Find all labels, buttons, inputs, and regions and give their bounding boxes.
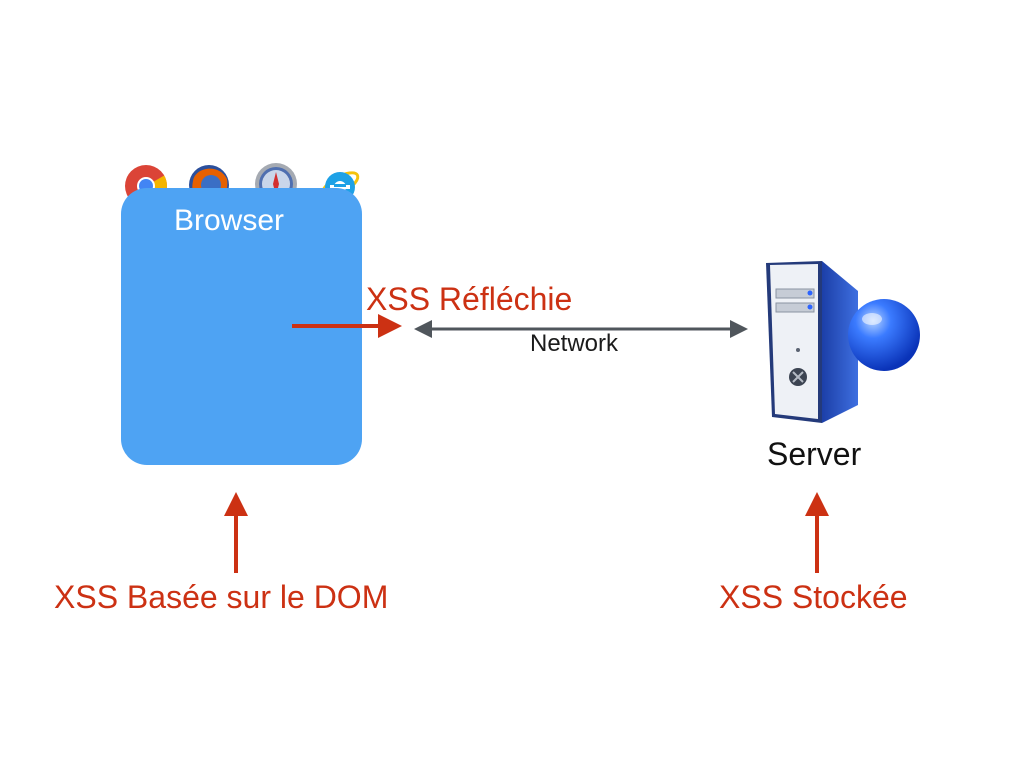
browser-label: Browser — [173, 204, 285, 237]
dom-xss-label: XSS Basée sur le DOM — [54, 579, 389, 615]
dom-xss-arrow — [224, 492, 248, 573]
reflected-xss-label: XSS Réfléchie — [366, 281, 573, 317]
reflected-xss-arrow — [292, 314, 402, 338]
stored-xss-label: XSS Stockée — [719, 579, 908, 615]
network-arrow — [414, 320, 748, 338]
server-label: Server — [767, 436, 862, 472]
server-tower-icon — [766, 261, 920, 423]
stored-xss-arrow — [805, 492, 829, 573]
network-label: Network — [530, 330, 619, 357]
